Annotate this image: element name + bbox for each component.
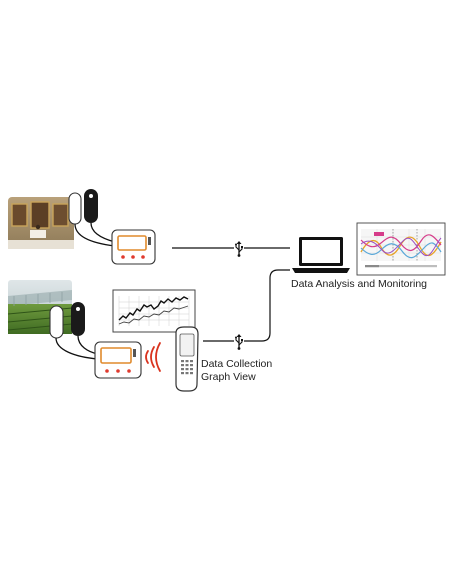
museum-photo — [8, 197, 74, 249]
sensor-probe-white-bottom — [49, 305, 64, 339]
graph-view-label: Graph View — [201, 371, 256, 383]
sensor-probe-black-bottom — [71, 302, 85, 336]
sensor-probe-white — [68, 192, 82, 225]
collection-label: Data Collection — [201, 358, 273, 370]
sensor-probe-black — [84, 189, 98, 223]
sensor-cables-bottom — [55, 335, 99, 360]
connection-line-bottom — [203, 269, 290, 342]
usb-icon — [234, 333, 244, 350]
laptop-icon — [292, 237, 350, 273]
data-logger-top — [111, 229, 156, 265]
handheld-device — [175, 326, 199, 392]
graph-view-panel — [112, 289, 196, 333]
analysis-label: Data Analysis and Monitoring — [291, 278, 427, 290]
data-logger-bottom — [94, 341, 142, 379]
sensor-cables-top — [74, 222, 116, 247]
usb-icon — [234, 240, 244, 257]
wireless-signal-icon — [145, 342, 161, 372]
monitor-screenshot — [356, 222, 446, 276]
